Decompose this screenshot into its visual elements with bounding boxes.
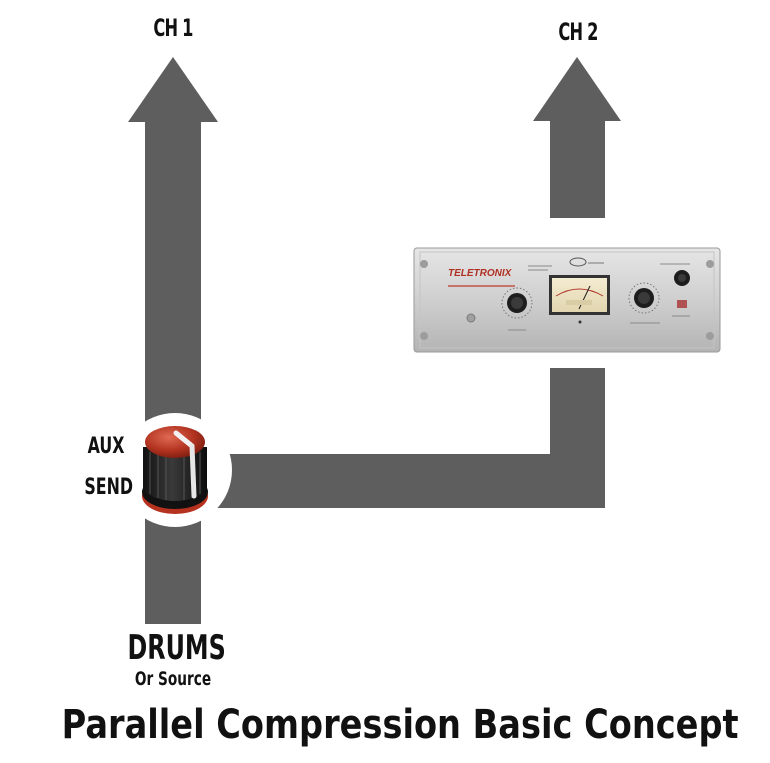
ch1-signal-arrow xyxy=(128,57,218,624)
ch2-signal-arrow xyxy=(533,57,621,218)
compressor-brand-label: TELETRONIX xyxy=(448,268,518,279)
aux-send-path xyxy=(200,368,605,508)
diagram-title: Parallel Compression Basic Concept xyxy=(62,702,709,748)
compressor-unit xyxy=(414,248,720,352)
source-label: Or Source xyxy=(130,668,216,690)
drums-label: DRUMS xyxy=(128,628,219,668)
aux-label-line1: AUX xyxy=(84,432,127,462)
aux-send-knob xyxy=(142,426,208,514)
aux-label-line2: SEND xyxy=(84,473,127,503)
ch1-label: CH 1 xyxy=(143,14,203,42)
ch2-label: CH 2 xyxy=(548,18,608,46)
